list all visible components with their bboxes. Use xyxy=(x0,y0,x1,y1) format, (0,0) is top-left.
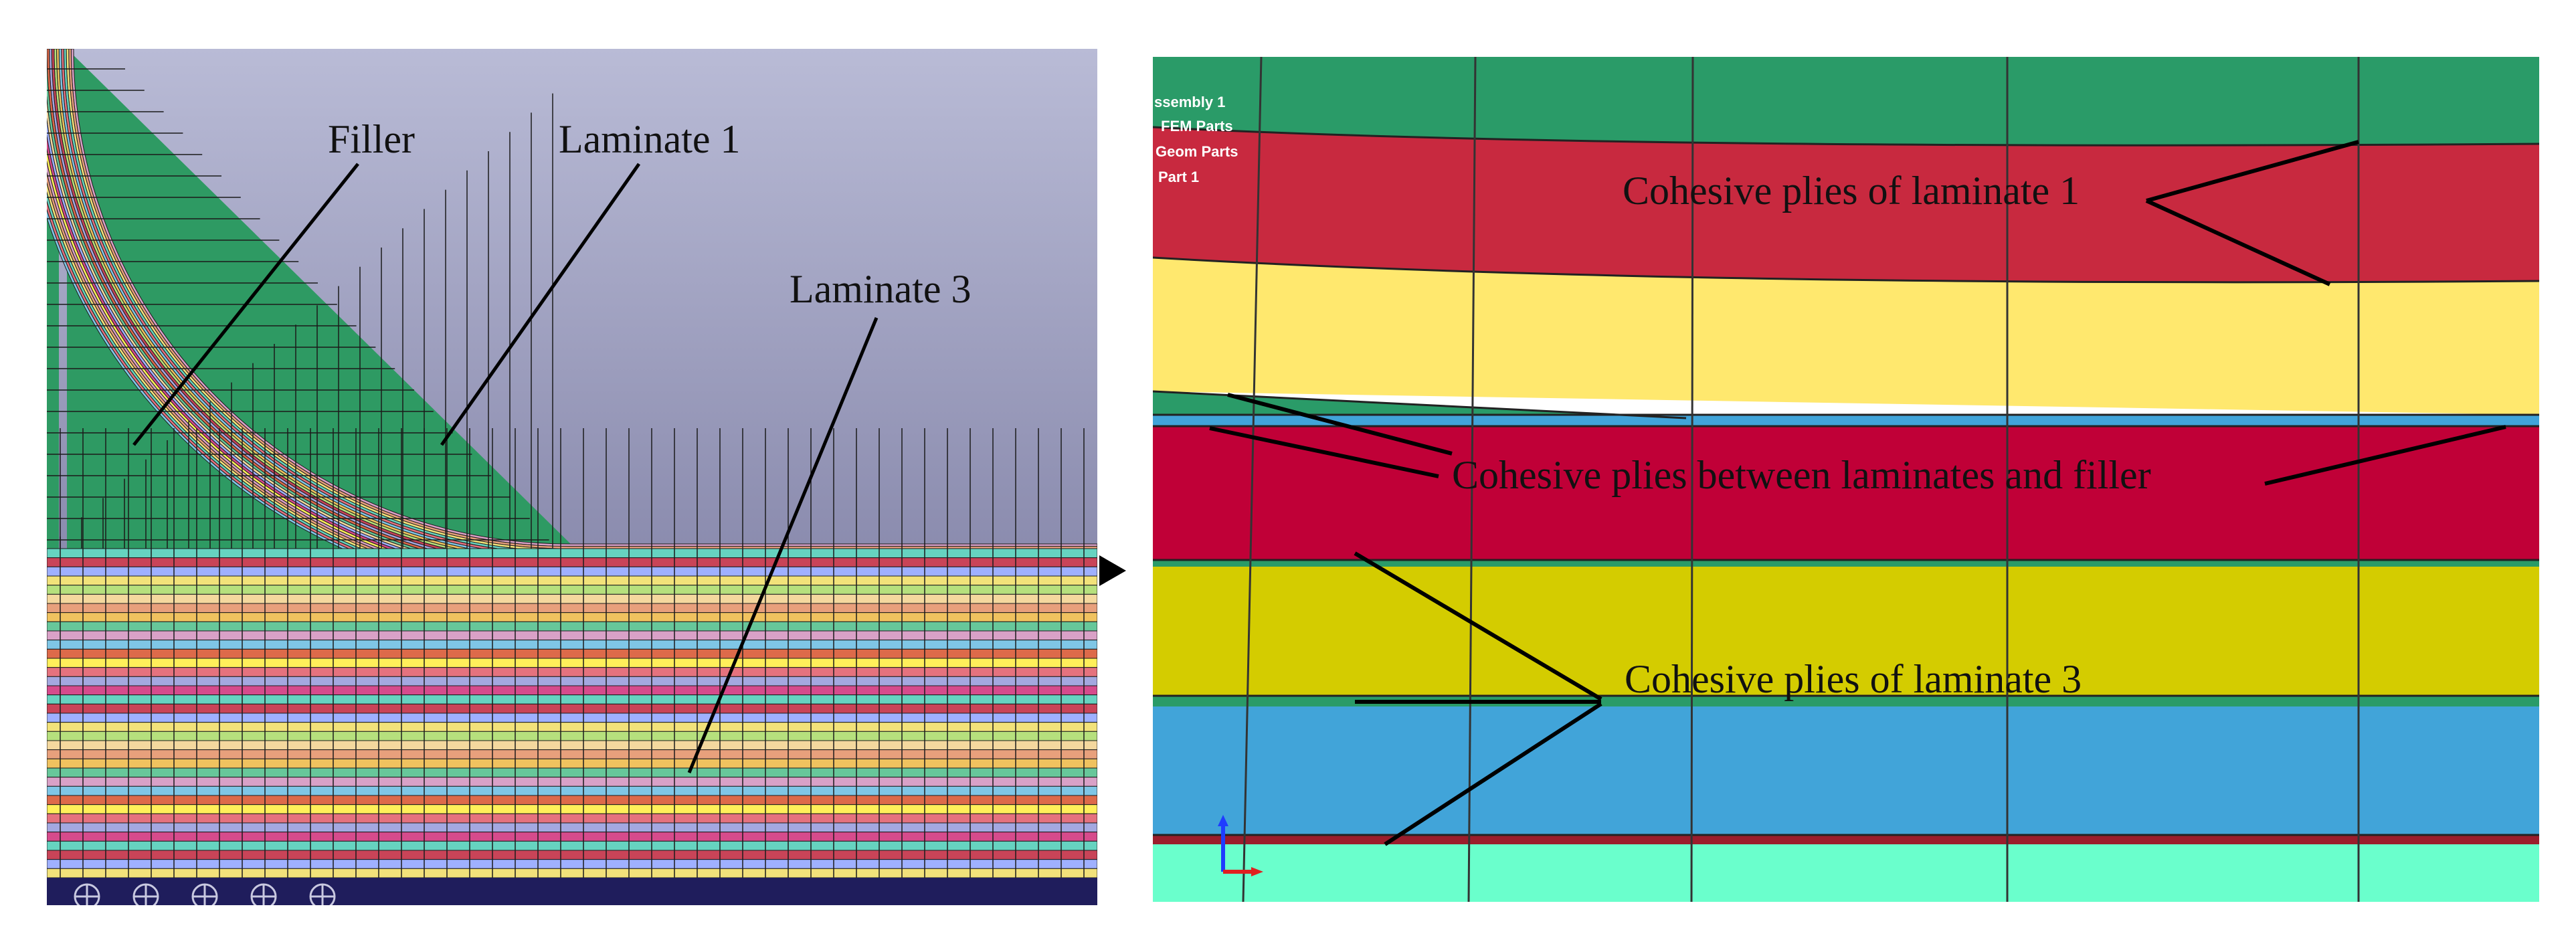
label-filler: Filler xyxy=(328,117,415,161)
laminate-3-ply xyxy=(47,722,1097,732)
label-cohesive-between: Cohesive plies between laminates and fil… xyxy=(1452,453,2151,497)
label-cohesive-laminate-1: Cohesive plies of laminate 1 xyxy=(1623,169,2080,213)
model-tree: ssembly 1 FEM Parts Geom Parts Part 1 xyxy=(1154,94,1238,185)
laminate-3-ply xyxy=(47,795,1097,805)
laminate-3-ply xyxy=(47,713,1097,723)
band-red-lower xyxy=(1153,426,2539,560)
band-boundaries xyxy=(1153,126,2539,836)
base-icons xyxy=(74,883,336,905)
tree-item-assembly: ssembly 1 xyxy=(1154,94,1225,110)
band-blue-thin xyxy=(1153,415,2539,426)
label-cohesive-laminate-3: Cohesive plies of laminate 3 xyxy=(1625,657,2082,701)
laminate-3-ply xyxy=(47,740,1097,751)
play-triangle-icon xyxy=(1099,555,1126,586)
laminate-1-ply xyxy=(47,209,1097,598)
laminate-3-ply xyxy=(47,749,1097,759)
laminate-3-ply xyxy=(47,621,1097,632)
laminate-3-ply xyxy=(47,813,1097,824)
laminate-3-ply xyxy=(47,840,1097,851)
tree-item-geom-parts: Geom Parts xyxy=(1156,143,1238,160)
axis-triad-icon xyxy=(1218,815,1263,876)
laminate-3-ply xyxy=(47,658,1097,668)
band-aqua xyxy=(1153,844,2539,902)
laminate-3-ply xyxy=(47,676,1097,686)
band-maroon-thin xyxy=(1153,835,2539,844)
laminate-3-ply xyxy=(47,630,1097,641)
laminate-3-ply xyxy=(47,593,1097,604)
laminate-3-ply xyxy=(47,648,1097,659)
label-laminate-3: Laminate 3 xyxy=(790,267,972,311)
laminate-3-ply xyxy=(47,557,1097,567)
laminate-3-ply xyxy=(47,603,1097,613)
laminate-3-ply xyxy=(47,685,1097,696)
label-laminate-1: Laminate 1 xyxy=(559,117,741,161)
laminate-3-ply xyxy=(47,612,1097,622)
band-blue xyxy=(1153,706,2539,835)
laminate-3-ply xyxy=(47,758,1097,769)
band-green-top xyxy=(1153,57,2539,151)
laminate-3-ply xyxy=(47,585,1097,595)
laminate-3-ply xyxy=(47,767,1097,778)
laminate-3-ply xyxy=(47,566,1097,577)
laminate-3-ply xyxy=(47,667,1097,677)
tree-item-part-1: Part 1 xyxy=(1158,169,1199,185)
laminate-3-leader xyxy=(687,317,879,773)
laminate-3-ply xyxy=(47,850,1097,860)
element-edges xyxy=(1242,57,2360,902)
laminate-3-ply xyxy=(47,832,1097,842)
right-leader-lines xyxy=(1209,140,2506,846)
laminate-3-ply xyxy=(47,868,1097,878)
band-yellow-pale xyxy=(1153,258,2539,415)
laminate-mesh xyxy=(47,49,1097,878)
laminate-3-ply xyxy=(47,703,1097,714)
band-red-upper xyxy=(1153,127,2539,282)
left-mesh-panel xyxy=(47,49,1097,905)
laminate-1-leader xyxy=(440,163,641,446)
band-olive-yellow xyxy=(1153,567,2539,696)
left-leader-lines xyxy=(132,163,879,773)
laminate-3-ply xyxy=(47,548,1097,559)
laminate-3-ply xyxy=(47,694,1097,704)
laminate-3-ply xyxy=(47,859,1097,869)
laminate-3-ply xyxy=(47,822,1097,833)
laminate-3-ply xyxy=(47,575,1097,586)
tree-item-fem-parts: FEM Parts xyxy=(1161,118,1233,134)
right-zoom-panel: ssembly 1 FEM Parts Geom Parts Part 1 xyxy=(1153,57,2539,902)
filler-leader xyxy=(132,163,359,446)
laminate-3-ply xyxy=(47,777,1097,787)
laminate-3-ply xyxy=(47,785,1097,796)
laminate-3-ply xyxy=(47,731,1097,741)
band-green-thin-1 xyxy=(1153,560,2539,567)
laminate-3-ply xyxy=(47,640,1097,650)
laminate-3-ply xyxy=(47,804,1097,814)
base-bar xyxy=(47,878,1097,905)
